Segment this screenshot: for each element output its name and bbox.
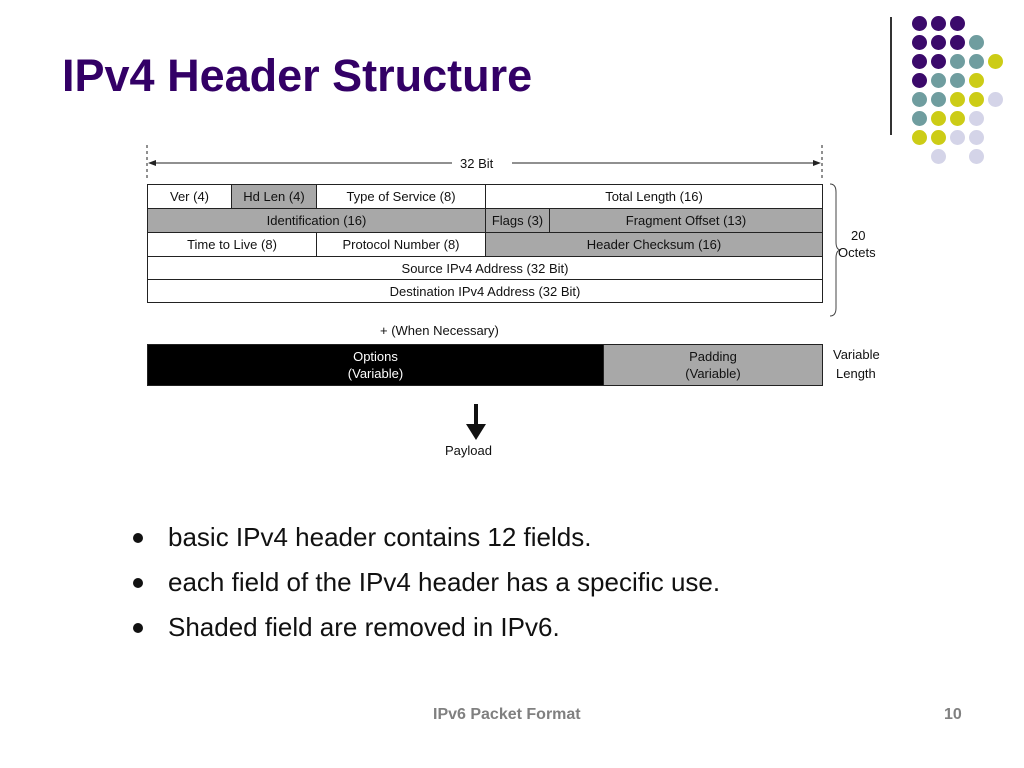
decor-dot [931,54,946,69]
footer-title: IPv6 Packet Format [433,706,581,723]
field-padding: Padding (Variable) [603,344,823,386]
field-identification: Identification (16) [147,208,486,233]
field-destination-address: Destination IPv4 Address (32 Bit) [147,279,823,303]
decor-dot [950,92,965,107]
padding-line2: (Variable) [685,366,741,381]
bullet-icon [133,623,143,633]
arrow-down-icon [466,424,486,440]
width-label: 32 Bit [460,156,494,171]
decor-dot [931,73,946,88]
decor-dot [912,92,927,107]
decor-dot [912,35,927,50]
field-hd-len: Hd Len (4) [231,184,317,209]
length-label: Length [836,366,876,381]
decor-dot [969,111,984,126]
decor-dot [988,54,1003,69]
field-source-address: Source IPv4 Address (32 Bit) [147,256,823,280]
bullet-icon [133,533,143,543]
bullet-item: basic IPv4 header contains 12 fields. [168,522,592,552]
field-options: Options (Variable) [147,344,604,386]
decor-dot [912,73,927,88]
decor-dot [950,35,965,50]
field-ver: Ver (4) [147,184,232,209]
bullet-icon [133,578,143,588]
field-total-length: Total Length (16) [485,184,823,209]
variable-label: Variable [833,347,880,362]
arrow-left-icon [148,160,156,166]
decor-dot [950,16,965,31]
octets-count: 20 [851,228,866,243]
bullet-item: each field of the IPv4 header has a spec… [168,567,721,597]
options-line1: Options [353,349,398,364]
field-fragment-offset: Fragment Offset (13) [549,208,823,233]
decor-dot [969,73,984,88]
field-header-checksum: Header Checksum (16) [485,232,823,257]
decor-dot [969,92,984,107]
decor-dot [931,92,946,107]
decor-dot [912,16,927,31]
field-time-to-live: Time to Live (8) [147,232,317,257]
field-protocol-number: Protocol Number (8) [316,232,486,257]
decor-dot [950,111,965,126]
decor-dot [931,111,946,126]
decor-dot [931,35,946,50]
decor-divider [890,17,892,135]
optional-label: + (When Necessary) [380,323,499,338]
arrow-right-icon [813,160,821,166]
decor-dot [969,54,984,69]
page-number: 10 [944,706,962,723]
field-flags: Flags (3) [485,208,550,233]
decor-dot [969,149,984,164]
field-type-of-service: Type of Service (8) [316,184,486,209]
decor-dot [912,111,927,126]
decor-dot [912,54,927,69]
decor-dot [969,130,984,145]
decor-dot [988,92,1003,107]
decor-dot [912,130,927,145]
brace-icon [829,183,842,317]
decor-dot [950,73,965,88]
diagram-lines [146,145,842,440]
decor-dot [969,35,984,50]
decor-dot [931,16,946,31]
decor-dot [931,130,946,145]
options-line2: (Variable) [347,366,404,381]
payload-label: Payload [445,443,492,458]
decor-dot [950,130,965,145]
bullet-item: Shaded field are removed in IPv6. [168,612,560,642]
slide-title: IPv4 Header Structure [62,50,533,101]
octets-label: Octets [838,245,876,260]
padding-line1: Padding [689,349,737,364]
decor-dot [931,149,946,164]
decor-dot [950,54,965,69]
